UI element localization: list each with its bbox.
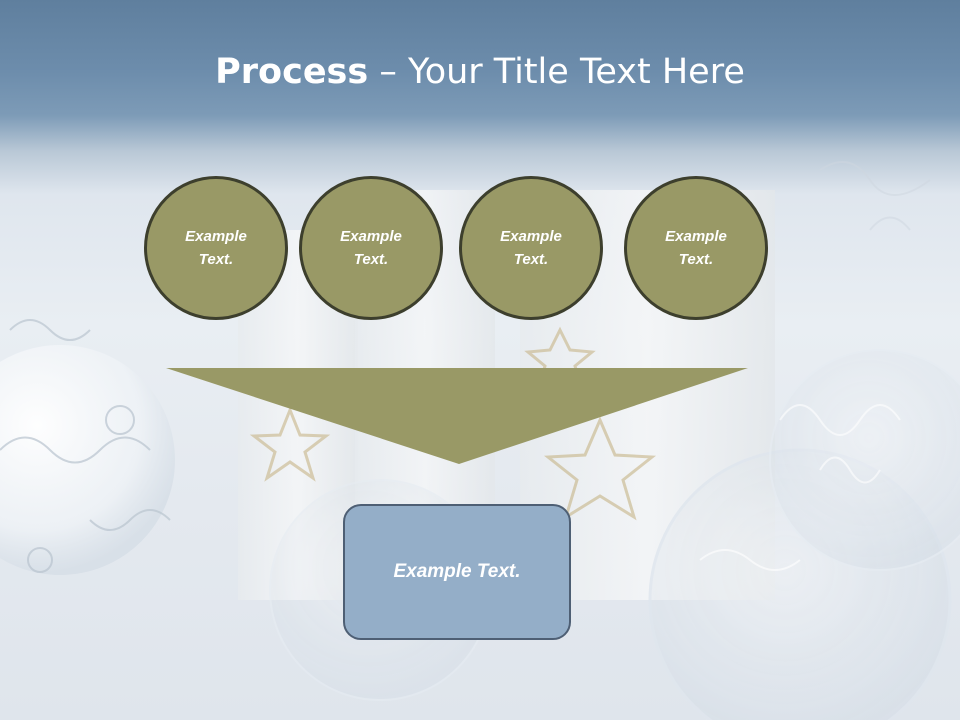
- process-step-label-2: Example Text.: [340, 228, 402, 268]
- process-step-circle-2[interactable]: Example Text.: [299, 176, 443, 320]
- slide-title-bold: Process: [215, 52, 369, 92]
- funnel-arrow[interactable]: [166, 368, 748, 464]
- process-step-circle-3[interactable]: Example Text.: [459, 176, 603, 320]
- result-box[interactable]: Example Text.: [343, 504, 571, 640]
- process-step-label-4: Example Text.: [665, 228, 727, 268]
- process-step-label-1: Example Text.: [185, 228, 247, 268]
- slide-title-rest: – Your Title Text Here: [368, 52, 745, 92]
- result-box-label: Example Text.: [393, 561, 521, 582]
- process-step-label-3: Example Text.: [500, 228, 562, 268]
- slide-title: Process – Your Title Text Here: [0, 52, 960, 92]
- process-step-circle-1[interactable]: Example Text.: [144, 176, 288, 320]
- process-step-circle-4[interactable]: Example Text.: [624, 176, 768, 320]
